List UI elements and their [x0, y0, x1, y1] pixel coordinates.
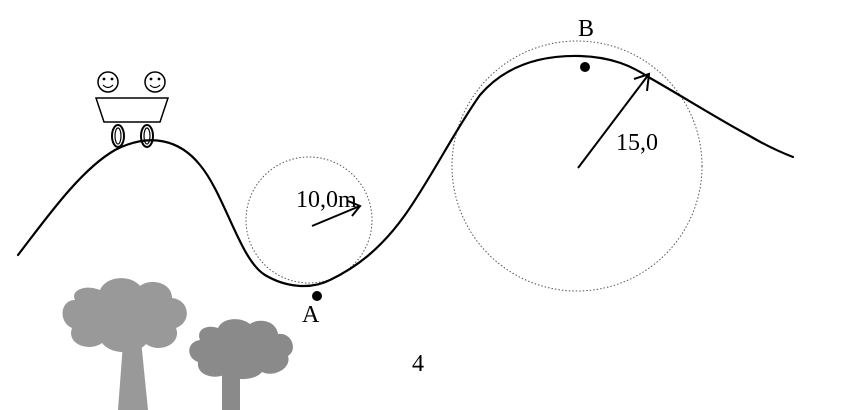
- radius-small-label: 10,0m: [296, 187, 357, 213]
- curvature-circle-small: [245, 156, 373, 284]
- rider-left-smiley-icon: [97, 71, 119, 93]
- cart-wheel-right-icon: [140, 124, 154, 148]
- radius-arrow-large: [577, 72, 651, 169]
- tree-left-crown: [62, 278, 187, 353]
- point-a-dot: [312, 291, 322, 301]
- cart-body: [94, 97, 170, 123]
- tree-right-crown: [189, 319, 293, 380]
- curvature-circle-large: [451, 40, 703, 292]
- radius-large-label: 15,0: [616, 130, 658, 156]
- tree-left-icon: [62, 278, 187, 410]
- rider-right-smiley-icon: [144, 71, 166, 93]
- figure-number: 4: [412, 351, 424, 377]
- point-a-label: A: [302, 302, 320, 328]
- coaster-cart-icon: [94, 71, 170, 148]
- point-b-dot: [580, 62, 590, 72]
- point-b-label: B: [578, 16, 594, 42]
- radius-arrow-small: [311, 200, 362, 227]
- cart-wheel-left-icon: [111, 124, 125, 148]
- coaster-track: [16, 54, 795, 288]
- tree-right-icon: [189, 319, 293, 410]
